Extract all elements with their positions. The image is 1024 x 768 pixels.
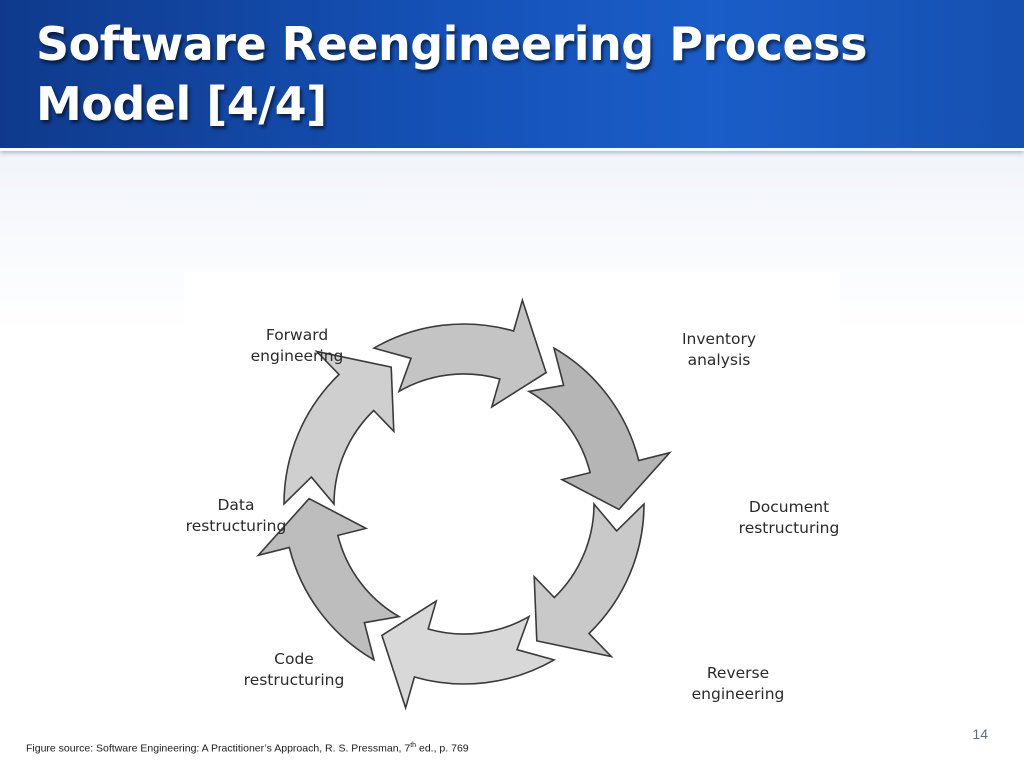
stage-label-line: restructuring bbox=[186, 517, 287, 535]
slide-title: Software Reengineering Process Model [4/… bbox=[36, 17, 867, 131]
stage-label-line: restructuring bbox=[739, 519, 840, 537]
stage-label-line: engineering bbox=[251, 347, 344, 365]
figure-source-text: Figure source: Software Engineering: A P… bbox=[26, 742, 411, 755]
stage-label-line: analysis bbox=[688, 351, 751, 369]
figure-source-caption: Figure source: Software Engineering: A P… bbox=[26, 742, 469, 755]
stage-label-inventory-analysis: Inventory analysis bbox=[682, 330, 756, 369]
stage-label-line: Data bbox=[217, 496, 254, 514]
stage-label-line: Document bbox=[749, 498, 829, 516]
stage-label-forward-engineering: Forward engineering bbox=[251, 326, 344, 365]
cycle-arrow-5 bbox=[255, 497, 402, 662]
figure-source-superscript: th bbox=[410, 742, 417, 749]
stage-label-line: restructuring bbox=[244, 671, 345, 689]
stage-label-line: Inventory bbox=[682, 330, 756, 348]
cycle-arrow-2 bbox=[526, 346, 673, 511]
cycle-arrow-6 bbox=[283, 350, 395, 507]
stage-label-reverse-engineering: Reverse engineering bbox=[692, 664, 785, 703]
cycle-arrow-4 bbox=[380, 599, 557, 711]
stage-label-line: engineering bbox=[692, 685, 785, 703]
title-bar: Software Reengineering Process Model [4/… bbox=[0, 0, 1024, 151]
stage-label-document-restructuring: Document restructuring bbox=[739, 498, 840, 537]
stage-label-code-restructuring: Code restructuring bbox=[244, 650, 345, 689]
stage-label-data-restructuring: Data restructuring bbox=[186, 496, 287, 535]
cycle-arrow-1 bbox=[371, 297, 548, 409]
stage-label-line: Code bbox=[274, 650, 314, 668]
page-number: 14 bbox=[972, 726, 988, 742]
stage-label-line: Forward bbox=[266, 326, 328, 344]
figure-source-suffix: ed., p. 769 bbox=[416, 742, 469, 755]
stage-label-line: Reverse bbox=[707, 664, 769, 682]
cycle-arrow-3 bbox=[533, 501, 645, 658]
